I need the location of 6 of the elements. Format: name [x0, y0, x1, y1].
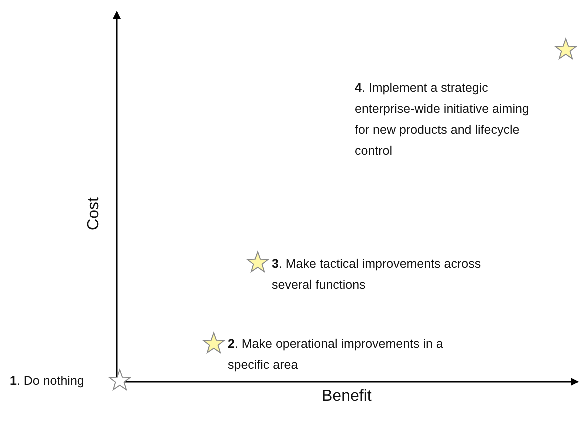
axis-title: Cost — [85, 198, 104, 230]
axis-title: Benefit — [322, 388, 372, 406]
option-text: 4. Implement a strategic enterprise-wide initiative aiming for new products and lifecycle control — [355, 80, 530, 160]
option-text: 3. Make tactical improvements across several functions — [272, 256, 482, 294]
option-text: 2. Make operational improvements in a specific area — [228, 336, 444, 374]
option-text: 1. Do nothing — [10, 373, 84, 390]
